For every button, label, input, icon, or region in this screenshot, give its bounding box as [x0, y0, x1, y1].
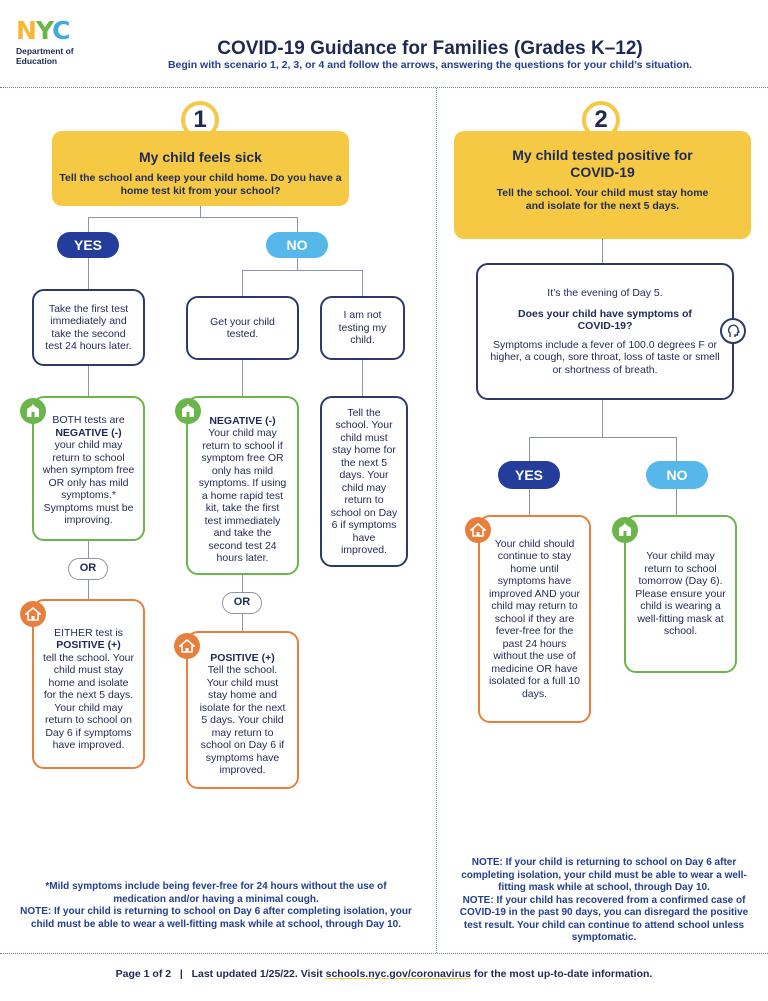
home-icon — [465, 517, 491, 543]
scenario-1-card: My child feels sick Tell the school and … — [52, 131, 349, 206]
s1-pos-bold: POSITIVE (+) — [210, 651, 275, 664]
page-footer: Page 1 of 2 | Last updated 1/25/22. Visi… — [0, 968, 768, 980]
school-icon — [20, 398, 46, 424]
person-symptom-icon — [720, 318, 746, 344]
footer-post: for the most up-to-date information. — [473, 968, 653, 980]
s1-footnote: *Mild symptoms include being fever-free … — [20, 881, 412, 931]
s2-question-box: It’s the evening of Day 5. Does your chi… — [476, 263, 734, 400]
s1-or-pill-left: OR — [68, 558, 108, 580]
connector — [242, 360, 243, 396]
connector — [88, 217, 89, 232]
scenario-1-body: Tell the school and keep your child home… — [59, 172, 342, 197]
scenario-1-heading: My child feels sick — [139, 149, 262, 165]
s1-both-neg-bold: NEGATIVE (-) — [55, 426, 122, 439]
s1-neg-bold: NEGATIVE (-) — [209, 414, 276, 427]
s1-footnote-note: NOTE: If your child is returning to scho… — [20, 906, 412, 930]
connector — [200, 206, 201, 217]
connector — [362, 270, 363, 296]
s2-no-result: Your child may return to school tomorrow… — [624, 515, 737, 673]
s2-q-bold: Does your child have symptoms of COVID-1… — [518, 307, 692, 333]
s1-not-testing-result: Tell the school. Your child must stay ho… — [320, 396, 408, 567]
connector — [529, 489, 530, 516]
s2-yes-pill: YES — [498, 461, 560, 489]
s2-q-symptoms: Symptoms include a fever of 100.0 degree… — [490, 338, 720, 376]
s1-not-testing: I am not testing my child. — [320, 296, 405, 360]
connector — [529, 437, 677, 438]
footer-divider — [0, 953, 768, 954]
s1-either-pos-pre: EITHER test is — [54, 626, 123, 639]
s2-note1: NOTE: If your child is returning to scho… — [461, 857, 747, 893]
page-subtitle: Begin with scenario 1, 2, 3, or 4 and fo… — [167, 59, 693, 71]
school-icon — [612, 517, 638, 543]
s1-either-pos-post: tell the school. Your child must stay ho… — [42, 651, 135, 752]
connector — [242, 270, 243, 296]
connector — [602, 400, 603, 437]
s1-neg-post: Your child may return to school if sympt… — [198, 427, 287, 564]
s2-q-line1: It’s the evening of Day 5. — [547, 287, 663, 299]
s1-pos-post: Tell the school. Your child must stay ho… — [199, 664, 286, 776]
home-icon — [20, 601, 46, 627]
column-divider — [436, 88, 437, 953]
s1-negative: NEGATIVE (-) Your child may return to sc… — [186, 396, 299, 575]
s1-both-neg-post: your child may return to school when sym… — [42, 439, 135, 527]
connector — [362, 360, 363, 396]
logo-line2: Education — [16, 56, 58, 66]
s1-get-tested: Get your child tested. — [186, 296, 299, 360]
connector — [602, 239, 603, 263]
scenario-2-card: My child tested positive for COVID-19 Te… — [454, 131, 751, 239]
connector — [529, 437, 530, 461]
logo-wordmark: NYC — [16, 16, 71, 45]
scenario-2-heading: My child tested positive for COVID-19 — [512, 147, 693, 180]
connector — [242, 270, 362, 271]
s1-both-negative: BOTH tests are NEGATIVE (-) your child m… — [32, 396, 145, 541]
connector — [297, 258, 298, 270]
s1-either-pos-bold: POSITIVE (+) — [56, 639, 121, 651]
logo-line1: Department of — [16, 46, 74, 56]
s2-note2: NOTE: If your child has recovered from a… — [459, 894, 749, 944]
nyc-doe-logo: NYC Department of Education — [16, 16, 102, 67]
s2-no-pill: NO — [646, 461, 708, 489]
connector — [88, 366, 89, 396]
connector — [88, 217, 298, 218]
footer-page: Page 1 of 2 — [115, 968, 172, 980]
page-title: COVID-19 Guidance for Families (Grades K… — [217, 38, 643, 59]
s2-notes: NOTE: If your child is returning to scho… — [450, 857, 758, 945]
s1-yes-pill: YES — [57, 232, 119, 258]
s1-positive: POSITIVE (+) Tell the school. Your child… — [186, 631, 299, 789]
s1-yes-instructions: Take the first test immediately and take… — [32, 289, 145, 366]
s1-footnote-mild: *Mild symptoms include being fever-free … — [45, 881, 387, 905]
connector — [676, 489, 677, 516]
header-divider — [0, 87, 768, 88]
s1-no-pill: NO — [266, 232, 328, 258]
connector — [676, 437, 677, 461]
home-icon — [174, 633, 200, 659]
school-icon — [175, 398, 201, 424]
s1-either-positive: EITHER test is POSITIVE (+) tell the sch… — [32, 599, 145, 769]
s2-yes-result: Your child should continue to stay home … — [478, 515, 591, 723]
scenario-2-body: Tell the school. Your child must stay ho… — [496, 187, 709, 212]
footer-updated: Last updated 1/25/22. Visit — [191, 968, 323, 980]
footer-link[interactable]: schools.nyc.gov/coronavirus — [325, 968, 471, 980]
connector — [297, 217, 298, 232]
footer-separator: | — [179, 968, 183, 980]
s1-or-pill-right: OR — [222, 592, 262, 614]
connector — [88, 258, 89, 289]
s1-both-neg-pre: BOTH tests are — [52, 414, 125, 427]
